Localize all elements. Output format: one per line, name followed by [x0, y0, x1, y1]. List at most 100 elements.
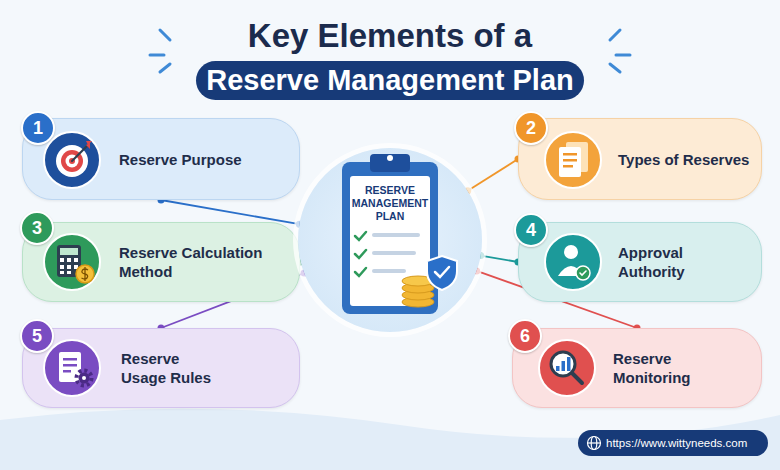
- callout-number: 6: [508, 319, 542, 353]
- element-pill: Reserve Calculation Method3: [22, 222, 300, 302]
- shield-check: [435, 267, 449, 277]
- dollar-coin: [76, 265, 94, 283]
- target-icon: [44, 132, 100, 188]
- connector: [464, 156, 521, 195]
- person-body: [558, 266, 584, 276]
- key: [74, 258, 78, 262]
- connector-line: [481, 256, 518, 262]
- callout-number: 1: [21, 111, 55, 145]
- check-mark: [355, 250, 366, 258]
- page-line: [63, 358, 77, 361]
- callout-number-text: 6: [520, 327, 530, 345]
- page-line: [563, 153, 577, 156]
- connector: [477, 252, 521, 265]
- list-line: [372, 269, 406, 273]
- coin: [402, 276, 434, 286]
- gear-body: [79, 373, 90, 384]
- element-pill: Reserve Monitoring6: [512, 328, 762, 408]
- approver-icon: [545, 234, 601, 290]
- url-label: https://www.wittyneeds.com: [606, 436, 747, 450]
- key: [67, 271, 71, 274]
- target-ring: [66, 155, 79, 168]
- rule-page: [59, 352, 81, 382]
- sparkle-dash: [160, 30, 170, 40]
- target-center: [69, 158, 75, 164]
- sparkle-left: [150, 30, 170, 72]
- rules-icon: [44, 340, 100, 396]
- clipboard-clip: [370, 154, 410, 172]
- chart-bar: [556, 366, 560, 371]
- dollar-sign: [82, 267, 89, 281]
- diagram-title: Key Elements of a Reserve Management Pla…: [197, 14, 583, 102]
- element-pill: Types of Reserves 2: [518, 118, 762, 200]
- central-plan-node: RESERVE MANAGEMENT PLAN: [298, 148, 482, 332]
- chart-bar: [567, 357, 571, 371]
- globe-icon: [588, 437, 601, 450]
- element-label: Reserve Purpose: [119, 150, 289, 169]
- sparkle-dash: [160, 64, 170, 72]
- callout-number-text: 2: [526, 119, 536, 137]
- key: [60, 258, 64, 262]
- icon-circle: [44, 132, 100, 188]
- page-line: [63, 364, 77, 367]
- documents-icon: [545, 132, 601, 188]
- clip-hole: [387, 155, 393, 161]
- bottom-wave: [0, 409, 780, 470]
- target-ring: [61, 150, 83, 172]
- sparkle-dash: [610, 30, 620, 40]
- approval-check-circle: [576, 266, 590, 280]
- clipboard-illustration: [342, 154, 457, 314]
- magnifier-lens: [551, 352, 575, 376]
- icon-circle: [44, 234, 100, 290]
- coin: [402, 297, 434, 307]
- calculator-keys: [60, 258, 78, 274]
- callout-number: 5: [20, 319, 54, 353]
- coin: [402, 283, 434, 293]
- list-line: [372, 251, 416, 255]
- plan-title: RESERVE MANAGEMENT PLAN: [350, 184, 430, 223]
- sparkle-dash: [150, 54, 164, 57]
- callout-number-text: 4: [526, 221, 536, 239]
- page-line: [563, 159, 577, 162]
- key: [60, 265, 64, 269]
- dart-fletch: [86, 141, 92, 149]
- element-label: Reserve Calculation Method: [119, 243, 289, 281]
- monitoring-icon: [539, 340, 595, 396]
- icon-circle: [539, 340, 595, 396]
- calculator-screen: [60, 248, 78, 255]
- gear-teeth: [77, 371, 92, 386]
- clipboard-board: [342, 162, 438, 314]
- page-line: [563, 165, 573, 168]
- element-pill: Reserve Purpose1: [22, 118, 300, 200]
- sparkle-right: [610, 30, 630, 72]
- icon-circle: [545, 234, 601, 290]
- element-label: Reserve Usage Rules: [121, 349, 221, 387]
- key: [67, 265, 71, 269]
- calculator-body: [57, 245, 81, 277]
- page-line: [63, 370, 71, 373]
- page-back: [566, 142, 588, 172]
- magnifier-handle: [572, 373, 582, 383]
- check-mark: [355, 268, 366, 276]
- approval-check: [580, 271, 586, 275]
- coin: [402, 290, 434, 300]
- icon-circle: [44, 340, 100, 396]
- key: [74, 265, 78, 269]
- page-front: [559, 147, 581, 177]
- globe-meridian: [591, 437, 597, 450]
- clipboard-paper: [350, 176, 430, 306]
- element-pill: Approval Authority 4: [518, 222, 762, 302]
- element-label: Types of Reserves: [618, 150, 753, 169]
- icon-circle: [545, 132, 601, 188]
- dart: [72, 145, 88, 161]
- globe-outline: [588, 437, 601, 450]
- chart-bar: [562, 361, 566, 371]
- key: [67, 258, 71, 262]
- person-head: [564, 245, 578, 259]
- shield: [427, 256, 457, 290]
- calculator-icon: [44, 234, 100, 290]
- element-label: Approval Authority: [618, 243, 728, 281]
- target-ring: [56, 145, 88, 177]
- globe-equator: [588, 442, 601, 443]
